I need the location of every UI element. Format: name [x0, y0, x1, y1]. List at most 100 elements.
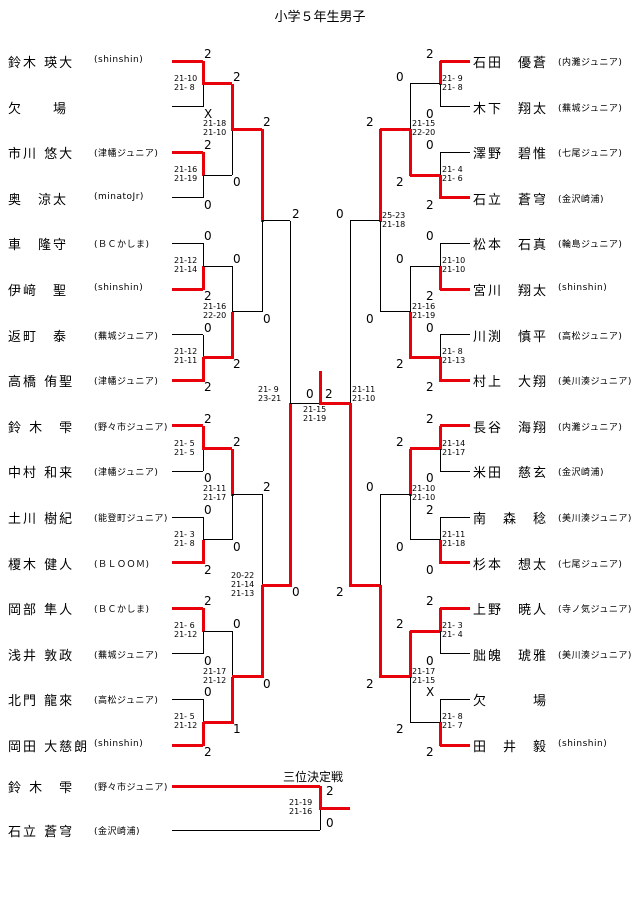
- bracket-line: [410, 721, 440, 723]
- score: 0: [233, 252, 241, 267]
- winner-line: [201, 539, 205, 565]
- score: 2: [204, 380, 212, 395]
- player-name: 石立 蒼穹: [473, 192, 549, 208]
- player-club: (高松ジュニア): [94, 696, 159, 707]
- winner-line: [172, 59, 203, 63]
- player-name: 岡部 隼人: [8, 603, 75, 619]
- score: 0: [204, 471, 212, 486]
- winner-line: [440, 59, 470, 63]
- winner-line: [438, 61, 442, 86]
- score: 0: [426, 562, 434, 577]
- bracket-line: [203, 539, 232, 541]
- bracket-line: [439, 448, 441, 472]
- score: 0: [396, 252, 404, 267]
- set-score: 21- 5 21-12: [174, 712, 198, 731]
- score: 0: [204, 653, 212, 668]
- player-name: 川渕 慎平: [473, 329, 549, 345]
- score: 0: [396, 69, 404, 84]
- bracket-line: [319, 808, 321, 830]
- score: 0: [233, 539, 241, 554]
- score: 0: [204, 320, 212, 335]
- winner-line: [380, 675, 410, 679]
- score: 2: [204, 47, 212, 61]
- bracket-line: [439, 517, 441, 540]
- winner-line: [438, 425, 442, 451]
- set-score: 21- 6 21-12: [174, 621, 198, 639]
- winner-line: [440, 606, 470, 610]
- player-name: 石田 優蒼: [473, 56, 549, 71]
- player-club: (美川湊ジュニア): [558, 377, 632, 388]
- bracket-line: [409, 266, 411, 312]
- player-club: (七尾ジュニア): [558, 149, 623, 160]
- score: 0: [426, 653, 434, 668]
- set-score: 21- 8 21- 7: [442, 712, 463, 731]
- player-name: 村上 大翔: [473, 375, 549, 391]
- set-score: 21-19 21-16: [289, 798, 313, 816]
- winner-line: [378, 585, 382, 679]
- winner-line: [378, 129, 382, 223]
- bracket-line: [409, 494, 411, 540]
- score: 0: [426, 106, 434, 121]
- player-club: (七尾ジュニア): [558, 559, 623, 570]
- player-name: 市川 悠大: [8, 147, 75, 163]
- player-name: 長谷 海翔: [473, 420, 549, 436]
- winner-line: [438, 357, 442, 382]
- score: 2: [263, 115, 271, 130]
- winner-line: [260, 129, 264, 223]
- score: 0: [263, 676, 271, 691]
- player-name: 鈴 木 雫: [8, 781, 75, 796]
- player-club: (蕪城ジュニア): [94, 331, 159, 342]
- bracket-line: [203, 630, 232, 632]
- set-score: 21-17 21-12: [203, 666, 227, 685]
- player-name: 欠 場: [473, 694, 549, 710]
- set-score: 21-16 22-20: [203, 301, 227, 320]
- player-name: 高橋 侑聖: [8, 375, 75, 391]
- score: 2: [204, 289, 212, 303]
- set-score: 21- 5 21- 5: [174, 438, 195, 457]
- set-score: 21- 9 23-21: [258, 385, 282, 403]
- bracket-line: [380, 493, 410, 495]
- bracket-line: [440, 470, 470, 472]
- player-club: (美川湊ジュニア): [558, 650, 632, 661]
- winner-line: [440, 196, 470, 200]
- set-score: 21-17 21-15: [412, 666, 436, 685]
- score: 2: [366, 115, 374, 130]
- bracket-line: [202, 631, 204, 654]
- player-club: (野々市ジュニア): [94, 783, 168, 793]
- winner-line: [201, 608, 205, 633]
- player-name: 岡田 大慈朗: [8, 740, 90, 755]
- player-name: 中村 和来: [8, 466, 75, 482]
- final-score: 2: [325, 387, 333, 401]
- set-score: 21-16 21-19: [412, 301, 436, 320]
- winner-line: [408, 129, 412, 177]
- score: 2: [204, 594, 212, 609]
- player-name: 返町 泰: [8, 329, 69, 345]
- bracket-line: [439, 631, 441, 654]
- set-score: 25-23 21-18: [382, 210, 406, 229]
- player-name: 木下 翔太: [473, 101, 549, 117]
- player-club: (寺ノ気ジュニア): [558, 605, 632, 616]
- set-score: 21-10 21- 8: [174, 73, 198, 92]
- winner-line: [440, 743, 470, 747]
- bracket-line: [202, 243, 204, 267]
- score: 0: [366, 311, 374, 326]
- score: X: [426, 685, 435, 700]
- bracket-line: [232, 493, 262, 495]
- bracket-line: [202, 448, 204, 472]
- player-club: (高松ジュニア): [558, 331, 623, 342]
- score: 0: [336, 206, 344, 221]
- score: 0: [204, 229, 212, 244]
- winner-line: [203, 82, 232, 86]
- score: 0: [396, 539, 404, 554]
- bracket-line: [232, 311, 262, 313]
- winner-line: [230, 448, 234, 496]
- player-name: 石立 蒼穹: [8, 825, 75, 840]
- winner-line: [201, 357, 205, 382]
- winner-line: [262, 583, 290, 587]
- bracket-line: [439, 699, 441, 723]
- bracket-line: [410, 265, 440, 267]
- winner-line: [201, 152, 205, 177]
- bracket-line: [440, 516, 470, 518]
- score: 2: [233, 69, 241, 84]
- set-score: 21-14 21-17: [442, 438, 466, 457]
